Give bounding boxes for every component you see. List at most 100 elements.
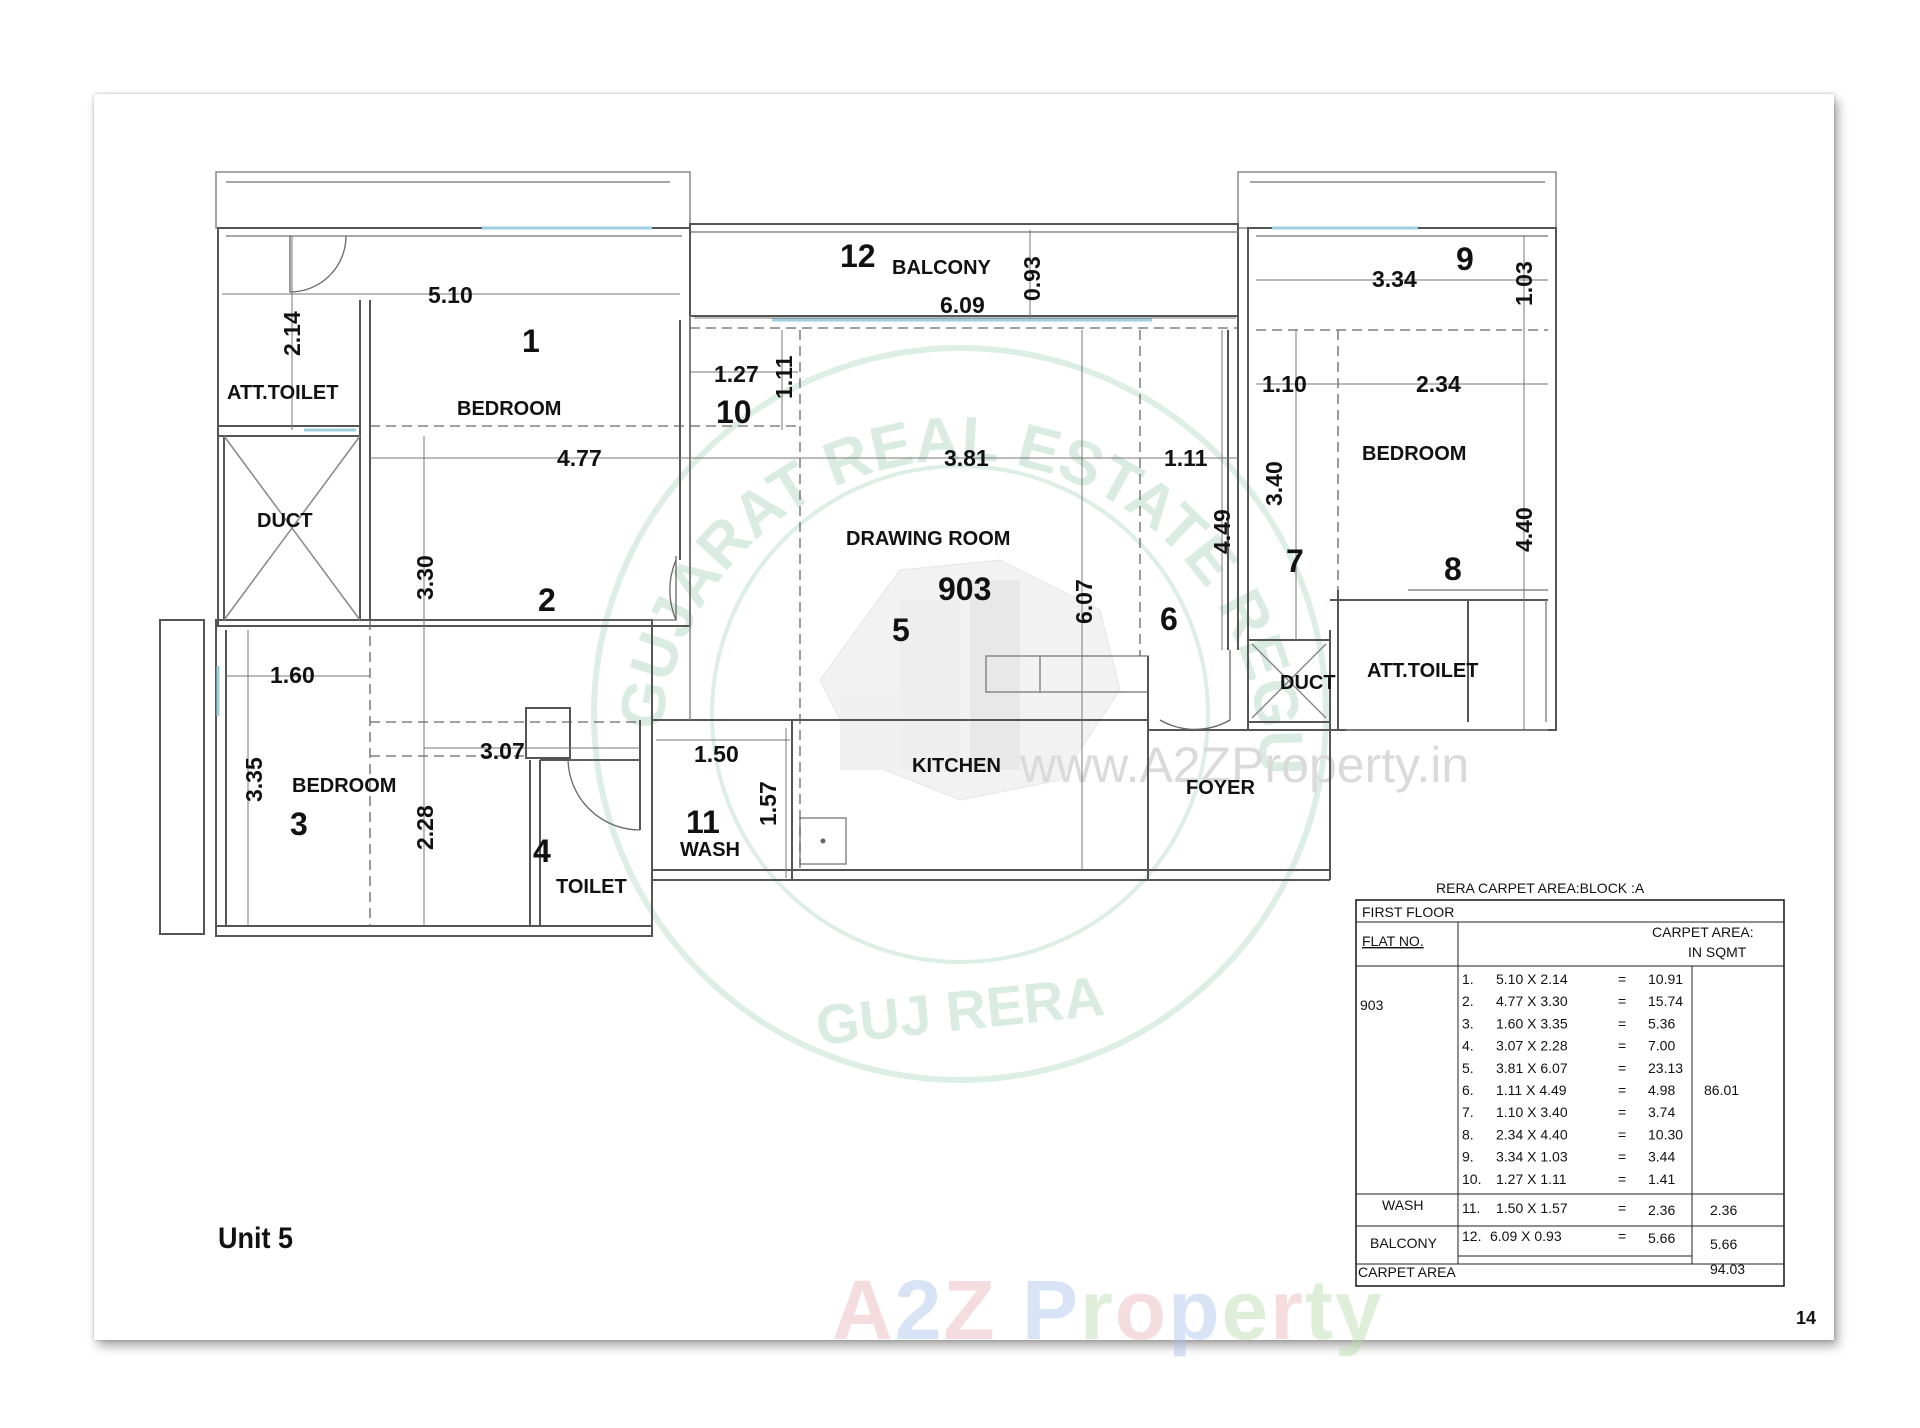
table-row-5-val: 23.13 xyxy=(1648,1060,1683,1076)
dim-1-10: 1.10 xyxy=(1262,371,1307,397)
dim-1-11b: 1.11 xyxy=(1164,445,1208,471)
dim-3-81: 3.81 xyxy=(944,445,989,471)
table-row-3-calc: 1.60 X 3.35 xyxy=(1496,1015,1568,1031)
brand-letter: o xyxy=(1114,1263,1169,1357)
table-floor: FIRST FLOOR xyxy=(1362,904,1454,920)
dim-3-34: 3.34 xyxy=(1372,266,1417,292)
table-row-2-n: 2. xyxy=(1462,993,1474,1009)
table-subtotal: 86.01 xyxy=(1704,1082,1739,1098)
room-wash: WASH xyxy=(680,839,740,861)
table-row-5-calc: 3.81 X 6.07 xyxy=(1496,1060,1568,1076)
table-balcony-total: 5.66 xyxy=(1710,1236,1737,1252)
page-number: 14 xyxy=(1796,1308,1817,1328)
table-row-1-calc: 5.10 X 2.14 xyxy=(1496,971,1568,987)
area-number-9: 9 xyxy=(1456,241,1474,277)
table-wash-n: 11. xyxy=(1462,1200,1480,1216)
table-row-8-calc: 2.34 X 4.40 xyxy=(1496,1126,1568,1142)
table-row-9-calc: 3.34 X 1.03 xyxy=(1496,1149,1568,1165)
table-rows: 1.5.10 X 2.14=10.912.4.77 X 3.30=15.743.… xyxy=(1462,971,1683,1187)
dim-3-35: 3.35 xyxy=(241,757,267,802)
room-duct-left: DUCT xyxy=(257,510,313,532)
table-row-7-val: 3.74 xyxy=(1648,1104,1675,1120)
table-wash-label: WASH xyxy=(1382,1197,1423,1213)
room-drawing: DRAWING ROOM xyxy=(846,528,1010,550)
carpet-area-table: RERA CARPET AREA:BLOCK :A FIRST FLOOR FL… xyxy=(1355,880,1785,1287)
brand-letter: Z xyxy=(943,1263,997,1357)
table-row-10-n: 10. xyxy=(1462,1171,1481,1187)
table-row-7-calc: 1.10 X 3.40 xyxy=(1496,1104,1568,1120)
area-number-3: 3 xyxy=(290,806,308,842)
table-wash-eq: = xyxy=(1618,1200,1626,1216)
table-row-1-val: 10.91 xyxy=(1648,971,1683,987)
brand-letter: e xyxy=(1221,1263,1271,1357)
area-number-10: 10 xyxy=(716,394,752,430)
table-row-7-n: 7. xyxy=(1462,1104,1474,1120)
room-kitchen: KITCHEN xyxy=(912,755,1001,777)
table-row-6-eq: = xyxy=(1618,1082,1626,1098)
table-row-9-val: 3.44 xyxy=(1648,1149,1675,1165)
table-balcony-n: 12. xyxy=(1462,1228,1481,1244)
area-number-4: 4 xyxy=(533,833,551,869)
area-number-7: 7 xyxy=(1286,543,1304,579)
area-numbers: 1 2 3 4 5 6 7 8 9 10 11 12 xyxy=(290,238,1474,869)
room-att-toilet-right: ATT.TOILET xyxy=(1367,660,1478,682)
table-wash-total: 2.36 xyxy=(1710,1202,1737,1218)
table-row-10-eq: = xyxy=(1618,1171,1626,1187)
dim-2-34: 2.34 xyxy=(1416,371,1461,397)
table-row-4-eq: = xyxy=(1618,1038,1626,1054)
dim-4-40: 4.40 xyxy=(1511,507,1537,552)
site-watermark: www.A2ZProperty.in xyxy=(1019,737,1469,793)
table-row-5-eq: = xyxy=(1618,1060,1626,1076)
table-title: RERA CARPET AREA:BLOCK :A xyxy=(1436,880,1645,896)
table-row-2-eq: = xyxy=(1618,993,1626,1009)
table-col-flat: FLAT NO. xyxy=(1362,933,1424,949)
brand-letter: P xyxy=(1022,1263,1081,1357)
windows xyxy=(216,226,1418,716)
dim-4-49: 4.49 xyxy=(1209,509,1235,554)
room-att-toilet-left: ATT.TOILET xyxy=(227,382,338,404)
table-row-3-val: 5.36 xyxy=(1648,1015,1675,1031)
room-bedroom-1: BEDROOM xyxy=(457,398,561,420)
area-number-6: 6 xyxy=(1160,601,1178,637)
dimension-labels: 5.10 2.14 4.77 3.30 1.60 3.35 3.07 2.28 … xyxy=(241,256,1537,850)
brand-watermark: A2Z Property xyxy=(832,1262,1384,1359)
dim-2-28: 2.28 xyxy=(412,805,438,850)
table-col-area-2: IN SQMT xyxy=(1688,944,1747,960)
partitions xyxy=(369,327,1548,926)
room-toilet: TOILET xyxy=(556,876,627,898)
dim-1-03: 1.03 xyxy=(1511,261,1537,306)
room-bedroom-3: BEDROOM xyxy=(292,775,396,797)
table-wash-calc: 1.50 X 1.57 xyxy=(1496,1200,1568,1216)
room-duct-right: DUCT xyxy=(1280,672,1336,694)
table-row-1-n: 1. xyxy=(1462,971,1474,987)
brand-letter xyxy=(997,1263,1022,1357)
table-row-2-calc: 4.77 X 3.30 xyxy=(1496,993,1568,1009)
table-row-6-n: 6. xyxy=(1462,1082,1474,1098)
dim-1-60: 1.60 xyxy=(270,662,315,688)
table-row-3-n: 3. xyxy=(1462,1015,1474,1031)
table-row-8-val: 10.30 xyxy=(1648,1126,1683,1142)
table-carpet-label: CARPET AREA xyxy=(1358,1264,1456,1280)
unit-title: Unit 5 xyxy=(218,1222,294,1255)
area-number-5: 5 xyxy=(892,612,910,648)
table-balcony-calc: 6.09 X 0.93 xyxy=(1490,1228,1562,1244)
room-bedroom-8: BEDROOM xyxy=(1362,443,1466,465)
dim-1-27: 1.27 xyxy=(714,361,759,387)
table-flat: 903 xyxy=(1360,997,1384,1013)
table-row-9-n: 9. xyxy=(1462,1149,1474,1165)
area-number-1: 1 xyxy=(522,323,540,359)
doors xyxy=(289,235,1231,831)
table-wash-val: 2.36 xyxy=(1648,1202,1675,1218)
dim-1-50: 1.50 xyxy=(694,741,739,767)
brand-letter: r xyxy=(1270,1263,1305,1357)
table-row-10-val: 1.41 xyxy=(1648,1171,1675,1187)
table-row-8-eq: = xyxy=(1618,1126,1626,1142)
table-row-1-eq: = xyxy=(1618,971,1626,987)
table-col-area-1: CARPET AREA: xyxy=(1652,924,1754,940)
table-row-6-calc: 1.11 X 4.49 xyxy=(1496,1082,1567,1098)
dimension-lines xyxy=(222,230,1548,926)
seal-top-text: GUJARAT REAL ESTATE REGULATORY AUTHORITY xyxy=(0,0,1315,776)
brand-letter: 2 xyxy=(894,1263,944,1357)
dim-2-14: 2.14 xyxy=(279,311,305,356)
brand-letter: A xyxy=(832,1263,895,1357)
